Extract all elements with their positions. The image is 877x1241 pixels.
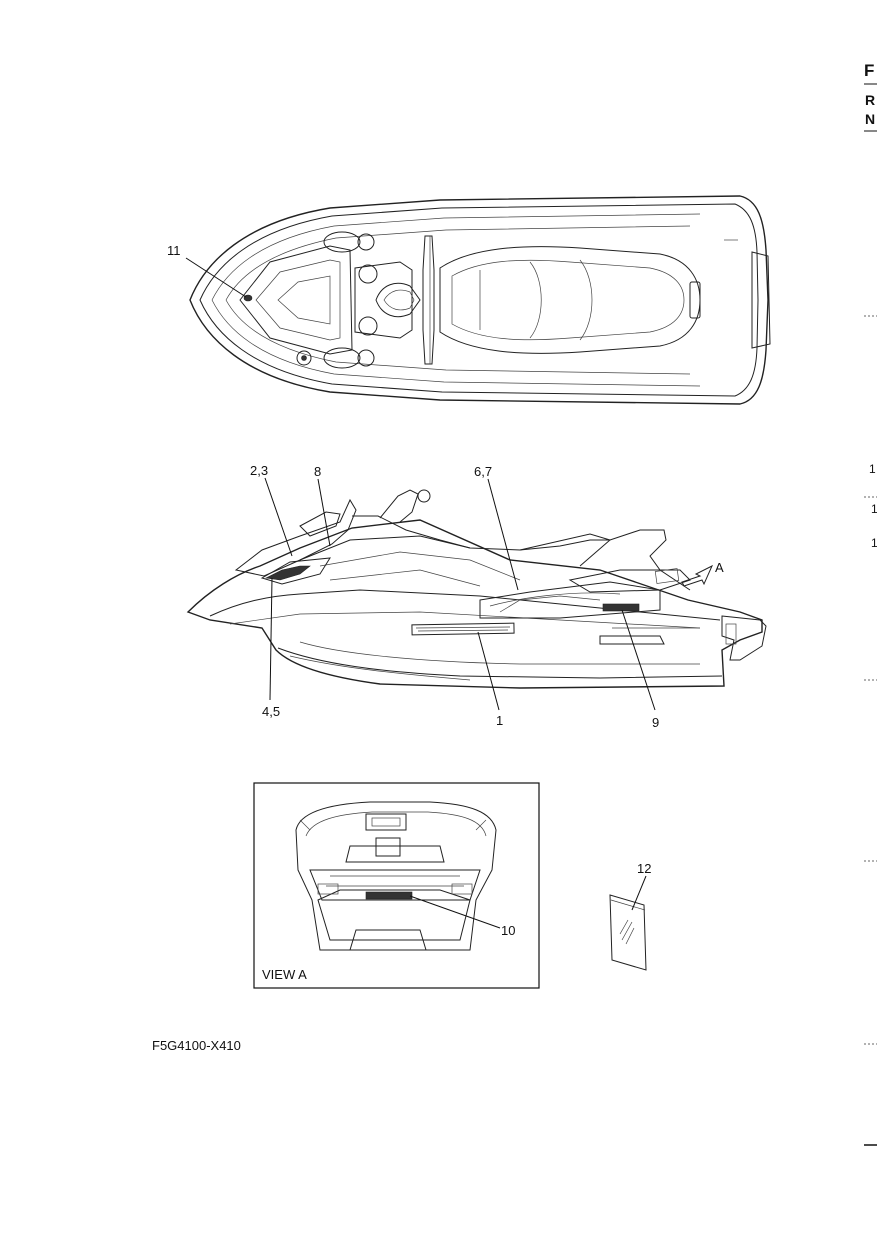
- callout-12: 12: [637, 861, 651, 876]
- header-letter-n: N: [865, 111, 875, 127]
- callout-8: 8: [314, 464, 321, 479]
- callout-9: 9: [652, 715, 659, 730]
- callout-10: 10: [501, 923, 515, 938]
- view-a-label: VIEW A: [262, 967, 307, 982]
- header-letter-r: R: [865, 92, 875, 108]
- callout-6-7: 6,7: [474, 464, 492, 479]
- callout-4-5: 4,5: [262, 704, 280, 719]
- edge-mark-1c: 1: [871, 536, 877, 550]
- callout-labels: 11 2,3 8 6,7 A 4,5 1 9 12 10: [167, 243, 724, 938]
- view-a-panel: VIEW A: [253, 782, 540, 989]
- figure-code: F5G4100-X410: [152, 1038, 241, 1053]
- page-header-fragment: F R N: [864, 61, 877, 132]
- top-view-drawing: [189, 195, 771, 405]
- callout-11: 11: [167, 243, 181, 258]
- leader-lines: [185, 257, 656, 929]
- side-view-drawing: [186, 489, 767, 689]
- header-letter-f: F: [864, 61, 874, 80]
- callout-1: 1: [496, 713, 503, 728]
- edge-mark-1b: 1: [871, 502, 877, 516]
- part-12-sticker: [609, 894, 647, 971]
- edge-mark-1a: 1: [869, 462, 876, 476]
- callout-2-3: 2,3: [250, 463, 268, 478]
- right-edge-marks: 1 1 1: [864, 315, 877, 1146]
- callout-view-a-arrow: A: [715, 560, 724, 575]
